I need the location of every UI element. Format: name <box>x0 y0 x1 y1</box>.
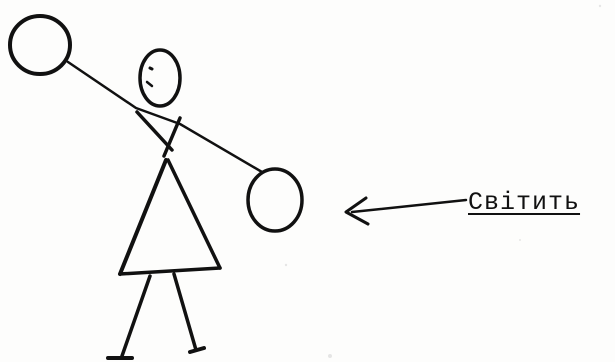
left-circle <box>10 16 70 74</box>
dress-left-edge <box>120 160 166 274</box>
scan-speckles <box>285 5 601 358</box>
face-mark <box>147 82 152 86</box>
caption-label: Світить <box>468 188 580 217</box>
dress-right-edge <box>168 160 220 268</box>
arrow-line <box>352 200 466 212</box>
torso-left-shoulder <box>137 112 172 150</box>
right-circle <box>248 169 302 231</box>
eye <box>150 68 152 69</box>
head <box>140 50 180 106</box>
right-foot <box>190 348 204 352</box>
left-leg <box>122 276 150 356</box>
right-leg <box>174 274 196 350</box>
dress-hem <box>120 268 220 274</box>
